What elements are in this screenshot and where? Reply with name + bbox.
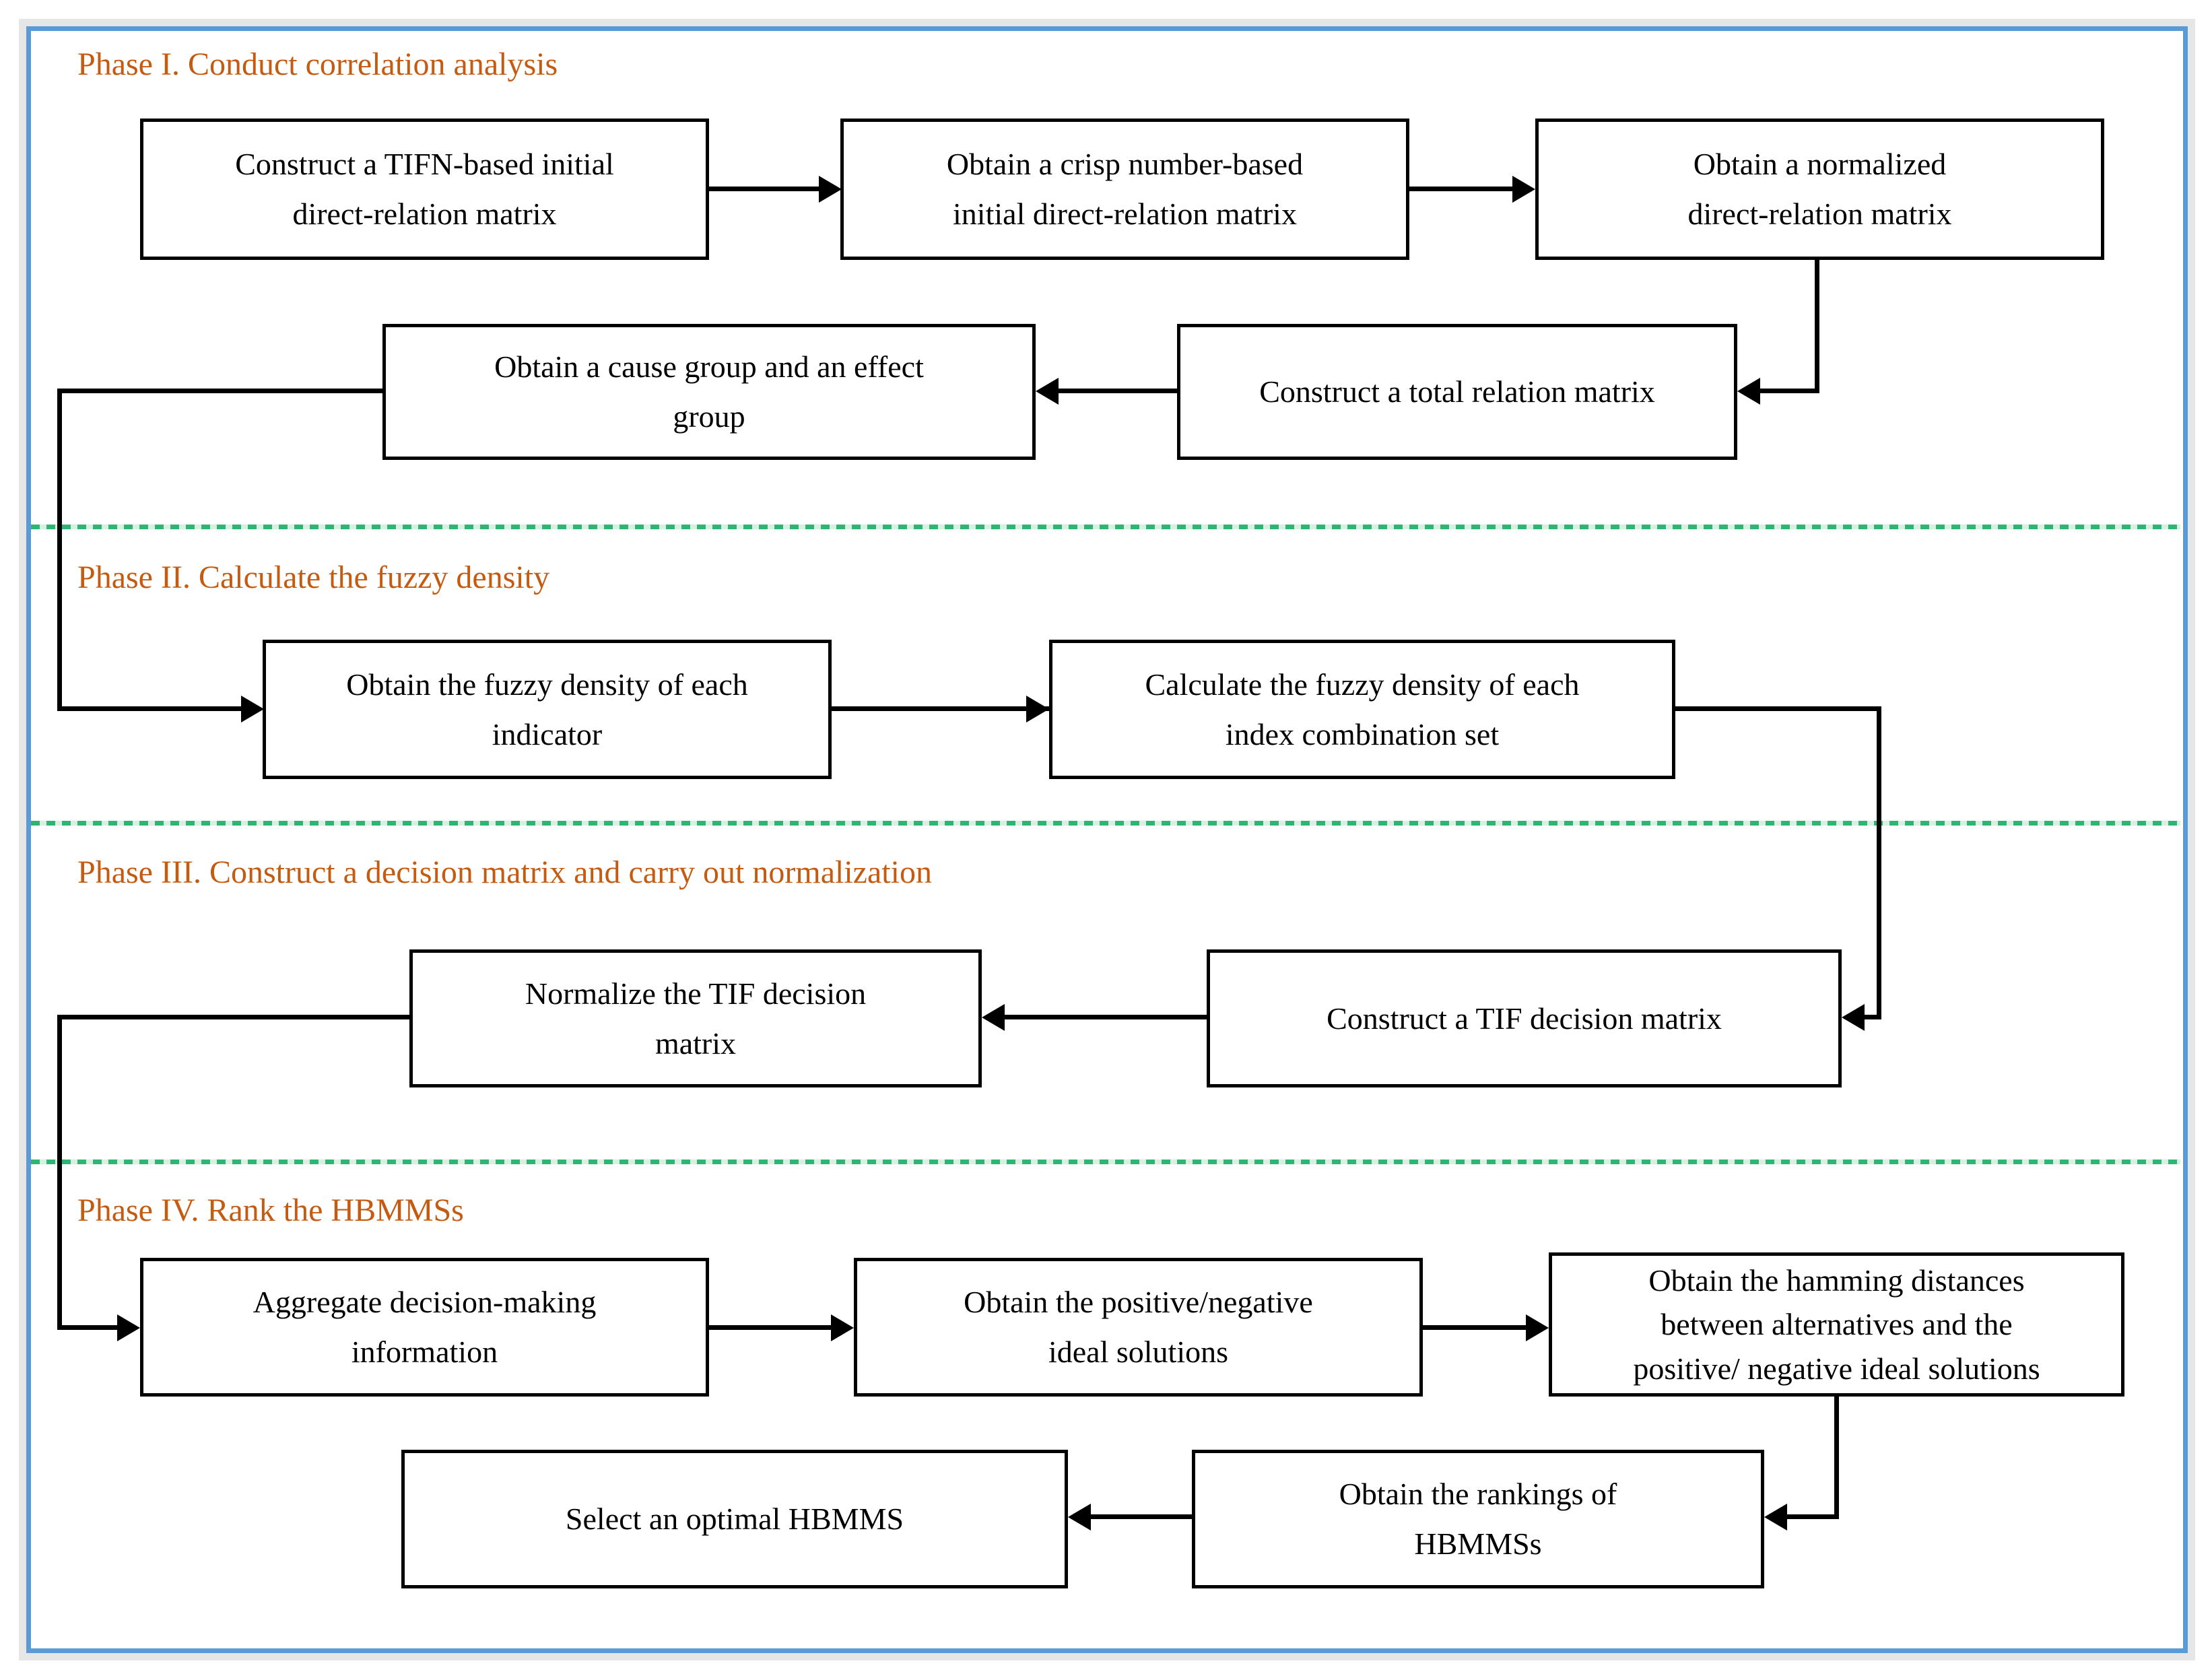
arrow-hamming-to-rankings-vline <box>1834 1397 1839 1519</box>
arrow-hamming-to-rankings-head <box>1764 1504 1787 1531</box>
arrow-combination-to-tif-hline1 <box>1675 706 1881 711</box>
arrow-tif-to-normalize-line <box>1005 1015 1207 1019</box>
box-tifn-initial-matrix: Construct a TIFN-based initial direct-re… <box>140 119 709 260</box>
arrow-total-to-cause-head <box>1036 378 1059 405</box>
phase-divider-1 <box>31 525 2180 529</box>
box-cause-effect-group: Obtain a cause group and an effect group <box>382 324 1036 460</box>
arrow-cause-to-fuzzy-hline1 <box>57 389 382 393</box>
arrow-normalized-to-total-vline <box>1815 260 1819 393</box>
box-construct-tif-matrix: Construct a TIF decision matrix <box>1207 949 1842 1087</box>
phase-divider-2 <box>31 821 2180 826</box>
box-normalized-matrix: Obtain a normalized direct-relation matr… <box>1535 119 2104 260</box>
arrow-indicator-to-combination-line <box>832 706 1049 711</box>
arrow-normalize-to-aggregate-hline1 <box>57 1015 409 1019</box>
arrow-tif-to-normalize-head <box>982 1004 1005 1031</box>
arrow-tifn-to-crisp-head <box>819 176 842 203</box>
arrow-combination-to-tif-vline <box>1877 706 1881 1019</box>
phase-1-title: Phase I. Conduct correlation analysis <box>77 46 558 82</box>
figure-outer-frame <box>19 19 2195 1660</box>
arrow-normalize-to-aggregate-hline2 <box>57 1325 117 1330</box>
box-select-optimal-hbmms: Select an optimal HBMMS <box>401 1450 1068 1588</box>
box-total-relation-matrix: Construct a total relation matrix <box>1177 324 1737 460</box>
arrow-combination-to-tif-head <box>1842 1004 1865 1031</box>
box-fuzzy-density-indicator: Obtain the fuzzy density of each indicat… <box>263 640 832 779</box>
box-normalize-tif-matrix: Normalize the TIF decision matrix <box>409 949 982 1087</box>
arrow-cause-to-fuzzy-head <box>241 696 264 723</box>
arrow-normalized-to-total-head <box>1737 378 1760 405</box>
arrow-rankings-to-select-line <box>1091 1514 1192 1519</box>
box-rankings-hbmms: Obtain the rankings of HBMMSs <box>1192 1450 1764 1588</box>
arrow-indicator-to-combination-head <box>1026 696 1049 723</box>
phase-2-title: Phase II. Calculate the fuzzy density <box>77 560 550 595</box>
arrow-crisp-to-normalized-head <box>1512 176 1535 203</box>
box-ideal-solutions: Obtain the positive/negative ideal solut… <box>854 1258 1423 1397</box>
box-fuzzy-density-combination: Calculate the fuzzy density of each inde… <box>1049 640 1675 779</box>
arrow-rankings-to-select-head <box>1068 1504 1091 1531</box>
arrow-crisp-to-normalized-line <box>1409 187 1512 191</box>
arrow-hamming-to-rankings-hline <box>1787 1514 1836 1519</box>
arrow-normalize-to-aggregate-head <box>117 1314 140 1341</box>
arrow-aggregate-to-ideal-head <box>831 1314 854 1341</box>
box-hamming-distances: Obtain the hamming distances between alt… <box>1549 1252 2124 1397</box>
arrow-cause-to-fuzzy-hline2 <box>57 706 241 711</box>
phase-divider-3 <box>31 1160 2180 1164</box>
arrow-normalized-to-total-hline <box>1760 389 1819 393</box>
arrow-ideal-to-hamming-line <box>1423 1325 1526 1330</box>
box-crisp-initial-matrix: Obtain a crisp number-based initial dire… <box>840 119 1409 260</box>
figure-blue-border <box>26 26 2188 1653</box>
phase-4-title: Phase IV. Rank the HBMMSs <box>77 1193 464 1228</box>
phase-3-title: Phase III. Construct a decision matrix a… <box>77 854 932 890</box>
arrow-ideal-to-hamming-head <box>1526 1314 1549 1341</box>
arrow-total-to-cause-line <box>1059 389 1177 393</box>
arrow-combination-to-tif-hline2 <box>1865 1015 1881 1019</box>
arrow-cause-to-fuzzy-vline <box>57 389 62 711</box>
arrow-normalize-to-aggregate-vline <box>57 1015 62 1330</box>
arrow-tifn-to-crisp-line <box>709 187 819 191</box>
arrow-aggregate-to-ideal-line <box>709 1325 831 1330</box>
box-aggregate-information: Aggregate decision-making information <box>140 1258 709 1397</box>
